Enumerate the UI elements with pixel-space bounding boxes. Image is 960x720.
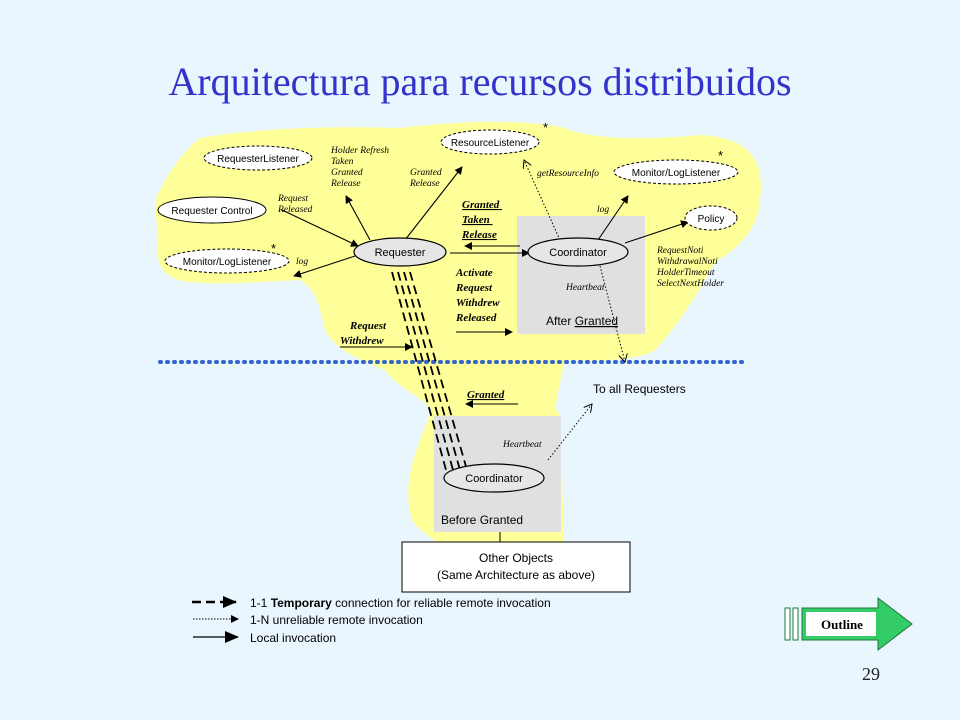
holder-refresh-label: Holder Refresh Taken Granted Release (330, 145, 391, 189)
requester-listener-node (203, 145, 313, 171)
outline-label: Outline (821, 617, 863, 632)
arrow-coordinator-down (599, 265, 625, 362)
requester-label: Requester (375, 247, 426, 259)
arrow-coordinator-to-monitor (597, 195, 629, 241)
outline-bar-2 (792, 607, 799, 641)
local-invocation-arrows (281, 166, 689, 278)
log-right-label: log (597, 205, 609, 215)
activate-request-label: Activate Request Withdrew Released (455, 267, 502, 324)
coordinator-bottom-node (443, 463, 545, 493)
policy-node (684, 205, 738, 231)
outline-button[interactable]: Outline (780, 596, 916, 652)
star-monitor-right: * (718, 148, 723, 163)
arrow-to-all-requesters (547, 404, 592, 461)
resource-listener-node (440, 129, 540, 155)
monitor-right-label: Monitor/LogListener (632, 168, 721, 179)
after-granted-box (517, 216, 645, 334)
star-resource-listener: * (543, 120, 548, 135)
other-objects-box (401, 541, 631, 593)
log-left-label: log (296, 257, 308, 267)
coordinator-bottom-label: Coordinator (465, 473, 523, 485)
granted-taken-release-label: Granted Taken Release (461, 199, 502, 241)
after-granted-caption: After Granted (546, 314, 618, 328)
before-granted-caption: Before Granted (441, 513, 523, 527)
legend: 1-1 Temporary connection for reliable re… (192, 596, 551, 645)
other-objects-line2: (Same Architecture as above) (437, 568, 595, 582)
requester-control-label: Requester Control (171, 206, 252, 217)
outline-bar-1 (784, 607, 791, 641)
requester-node (353, 237, 447, 267)
heartbeat-bottom-label: Heartbeat (502, 440, 542, 450)
granted-bottom-label: Granted (467, 389, 505, 401)
coordinator-top-node (527, 237, 629, 267)
legend-row1: 1-1 Temporary connection for reliable re… (250, 596, 551, 610)
granted-release-label: Granted Release (409, 168, 444, 189)
arrow-requester-to-monitor (293, 255, 356, 278)
monitor-right-node (613, 159, 739, 185)
requester-listener-label: RequesterListener (217, 154, 299, 165)
resource-listener-label: ResourceListener (451, 138, 530, 149)
coordinator-top-label: Coordinator (549, 247, 607, 259)
slide-title: Arquitectura para recursos distribuidos (168, 59, 792, 104)
heartbeat-top-label: Heartbeat (565, 283, 605, 293)
arrow-requester-to-reslistener (404, 166, 463, 241)
arrow-reqcontrol-to-requester (281, 209, 359, 247)
request-withdrew-label: Request Withdrew (340, 320, 389, 347)
monitor-left-label: Monitor/LogListener (183, 257, 272, 268)
request-released-label: Request Released (277, 194, 313, 215)
legend-row3: Local invocation (250, 631, 336, 645)
arrow-coordinator-to-reslistener (524, 160, 561, 241)
arrow-coordinator-to-policy (624, 220, 689, 244)
page-number: 29 (862, 664, 880, 684)
policy-label: Policy (698, 214, 725, 225)
requester-control-node (157, 196, 267, 224)
arrow-requester-to-reqlistener (345, 195, 371, 241)
policy-messages-label: RequestNoti WithdrawalNoti HolderTimeout… (656, 246, 724, 289)
temporary-connection-lines (391, 271, 468, 471)
star-monitor-left: * (271, 241, 276, 256)
legend-row2: 1-N unreliable remote invocation (250, 613, 423, 627)
unreliable-arrows (524, 160, 625, 461)
get-resource-info-label: getResourceInfo (537, 168, 599, 179)
monitor-left-node (164, 248, 290, 274)
to-all-requesters-caption: To all Requesters (593, 382, 686, 396)
dashed-ellipses (164, 129, 739, 274)
other-objects-line1: Other Objects (479, 551, 553, 565)
